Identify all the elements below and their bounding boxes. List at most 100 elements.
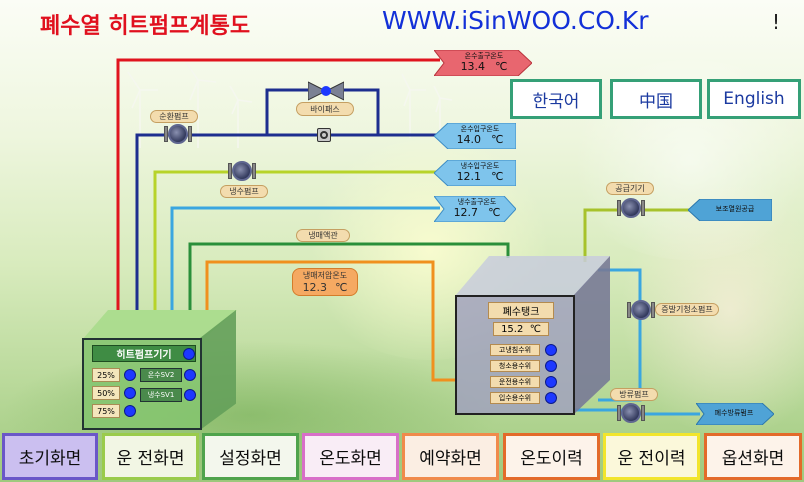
cold-in-text: 냉수입구온도 12.1 ℃ bbox=[444, 161, 516, 185]
nav-reservation-screen[interactable]: 예약화면 bbox=[402, 433, 499, 480]
pump-icon bbox=[232, 161, 252, 181]
heat-pump-title: 히트펌프기기 bbox=[92, 345, 196, 362]
cold-valve-indicator bbox=[184, 389, 196, 401]
tank-level-row: 고냉침수위 bbox=[490, 344, 540, 356]
capacity-50-indicator bbox=[124, 387, 136, 399]
flange-icon bbox=[641, 405, 645, 421]
bypass-label: 바이패스 bbox=[296, 102, 354, 116]
discharge-arrow-shape bbox=[696, 403, 774, 425]
refrigerant-low-unit: ℃ bbox=[335, 281, 348, 294]
nav-temperature-screen[interactable]: 온도화면 bbox=[302, 433, 399, 480]
language-korean-button[interactable]: 한국어 bbox=[510, 79, 602, 119]
capacity-50: 50% bbox=[92, 386, 120, 400]
tank-level-indicator bbox=[545, 376, 557, 388]
bypass-valve[interactable] bbox=[307, 80, 345, 102]
cold-in-unit: ℃ bbox=[491, 169, 504, 183]
hot-out-value: 13.4 bbox=[460, 59, 486, 73]
nav-operation-screen[interactable]: 운 전화면 bbox=[102, 433, 199, 480]
cold-in-temp-arrow: 냉수입구온도 12.1 ℃ bbox=[434, 160, 516, 186]
hot-in-temp-arrow: 온수입구온도 14.0 ℃ bbox=[434, 123, 516, 149]
pump-icon bbox=[631, 300, 651, 320]
refrigerant-low-temp: 냉매저압온도 12.3 ℃ bbox=[292, 268, 358, 296]
flange-icon bbox=[188, 126, 192, 142]
hot-out-label: 온수출구온도 bbox=[464, 52, 504, 61]
cold-pump-label: 냉수펌프 bbox=[220, 185, 268, 198]
tank-level-row: 청소용수위 bbox=[490, 360, 540, 372]
refrigerant-low-label: 냉매저압온도 bbox=[302, 271, 348, 280]
flange-icon bbox=[164, 126, 168, 142]
flange-icon bbox=[651, 302, 655, 318]
evap-cleaning-pump[interactable] bbox=[627, 300, 655, 320]
hot-in-label: 온수입구온도 bbox=[460, 125, 500, 134]
supply-pump[interactable] bbox=[617, 198, 645, 218]
language-chinese-button[interactable]: 中国 bbox=[610, 79, 702, 119]
capacity-25: 25% bbox=[92, 368, 120, 382]
cold-in-arrow-shape bbox=[434, 160, 516, 186]
nav-options-screen[interactable]: 옵션화면 bbox=[704, 433, 802, 480]
aux-heat-label: 보조열원공급 bbox=[715, 205, 755, 213]
flange-icon bbox=[617, 200, 621, 216]
hot-in-text: 온수입구온도 14.0 ℃ bbox=[444, 124, 516, 148]
nav-settings-screen[interactable]: 설정화면 bbox=[202, 433, 299, 480]
aux-heat-arrow: 보조열원공급 bbox=[688, 199, 772, 221]
tank-level-row: 운전용수위 bbox=[490, 376, 540, 388]
tank-level-indicator bbox=[545, 344, 557, 356]
hot-out-arrow-shape bbox=[434, 50, 532, 76]
website-url[interactable]: WWW.iSinWOO.CO.Kr bbox=[382, 6, 649, 35]
language-english-button[interactable]: English bbox=[707, 79, 801, 119]
discharge-pump[interactable] bbox=[617, 403, 645, 423]
tank-temp-unit: ℃ bbox=[529, 323, 541, 335]
tank-title: 폐수탱크 bbox=[488, 302, 554, 319]
wind-turbines-left bbox=[127, 61, 253, 148]
hot-valve-sv2: 온수SV2 bbox=[140, 368, 182, 382]
refrigerant-low-value: 12.3 bbox=[302, 281, 328, 294]
flange-icon bbox=[641, 200, 645, 216]
evap-pump-label: 증발기청소펌프 bbox=[655, 303, 719, 316]
circ-pump-label: 순환펌프 bbox=[150, 110, 198, 123]
hot-in-arrow-shape bbox=[434, 123, 516, 149]
hot-valve-indicator bbox=[184, 369, 196, 381]
cold-valve-sv1: 냉수SV1 bbox=[140, 388, 182, 402]
circ-pump[interactable] bbox=[164, 124, 192, 144]
page-title: 폐수열 히트펌프계통도 bbox=[40, 14, 251, 39]
pump-icon bbox=[621, 403, 641, 423]
nav-operation-history[interactable]: 운 전이력 bbox=[603, 433, 700, 480]
hot-in-value: 14.0 bbox=[456, 132, 482, 146]
header-mark: ! bbox=[772, 10, 781, 34]
cold-out-arrow-shape bbox=[434, 196, 516, 222]
discharge-arrow-label: 폐수방류펌프 bbox=[714, 409, 754, 417]
pump-icon bbox=[621, 198, 641, 218]
hot-in-unit: ℃ bbox=[491, 132, 504, 146]
nav-temperature-history[interactable]: 온도이력 bbox=[503, 433, 600, 480]
cold-out-temp-arrow: 냉수출구온도 12.7 ℃ bbox=[434, 196, 516, 222]
cold-out-label: 냉수출구온도 bbox=[457, 198, 497, 207]
tank-level-row: 입수용수위 bbox=[490, 392, 540, 404]
nav-initial-screen[interactable]: 초기화면 bbox=[2, 433, 98, 480]
hot-out-unit: ℃ bbox=[495, 59, 508, 73]
capacity-75-indicator bbox=[124, 405, 136, 417]
aux-heat-arrow-shape bbox=[688, 199, 772, 221]
tank-temp-value: 15.2 bbox=[501, 323, 524, 335]
capacity-25-indicator bbox=[124, 369, 136, 381]
cold-in-value: 12.1 bbox=[456, 169, 482, 183]
cold-pump[interactable] bbox=[228, 161, 256, 181]
sensor-icon bbox=[320, 131, 328, 139]
supply-unit-label: 공급기기 bbox=[606, 182, 654, 195]
cold-out-value: 12.7 bbox=[453, 205, 479, 219]
cold-out-text: 냉수출구온도 12.7 ℃ bbox=[442, 197, 512, 221]
heat-pump-status-indicator bbox=[183, 348, 195, 360]
cold-out-unit: ℃ bbox=[488, 205, 501, 219]
hot-out-text: 온수출구온도 13.4 ℃ bbox=[446, 51, 522, 75]
flange-icon bbox=[627, 302, 631, 318]
capacity-75: 75% bbox=[92, 404, 120, 418]
refrigerant-pipe-label: 냉매액관 bbox=[296, 229, 350, 242]
flange-icon bbox=[252, 163, 256, 179]
tank-temp-display: 15.2 ℃ bbox=[493, 322, 549, 336]
bypass-sensor bbox=[317, 128, 331, 142]
hot-out-temp-arrow: 온수출구온도 13.4 ℃ bbox=[434, 50, 532, 76]
tank-level-indicator bbox=[545, 392, 557, 404]
cold-in-label: 냉수입구온도 bbox=[460, 162, 500, 171]
flange-icon bbox=[617, 405, 621, 421]
pump-icon bbox=[168, 124, 188, 144]
